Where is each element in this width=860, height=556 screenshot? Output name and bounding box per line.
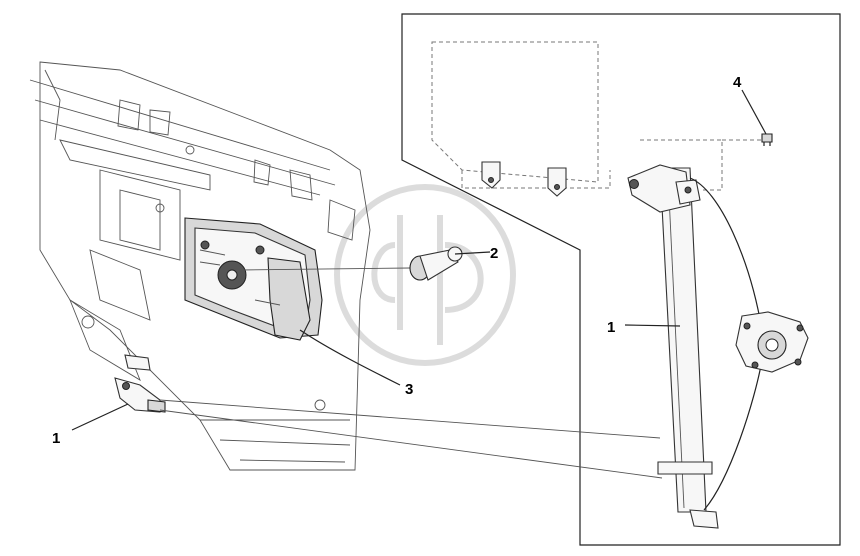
callout-label-3: 3 xyxy=(405,381,413,398)
bolt-reference-line xyxy=(640,139,723,191)
projection-line-lower xyxy=(159,409,663,479)
window-motor-module xyxy=(184,217,323,341)
mounting-bolt xyxy=(761,133,773,146)
callout-label-4: 4 xyxy=(733,74,742,91)
regulator-lower-bracket-left xyxy=(114,354,166,413)
regulator-cable xyxy=(689,177,763,511)
window-glass-outline xyxy=(431,41,611,197)
door-inner-panel xyxy=(29,61,371,471)
window-regulator-rail xyxy=(627,164,719,529)
callout-label-2: 2 xyxy=(490,245,498,262)
projection-line-upper xyxy=(159,399,661,439)
motor-fastener xyxy=(409,246,463,281)
leader-line-1-left xyxy=(71,403,129,431)
detail-view-frame xyxy=(401,13,841,546)
leader-line-1-right xyxy=(624,324,681,327)
leader-line-2 xyxy=(454,251,491,255)
callout-label-1-left: 1 xyxy=(52,430,60,447)
callout-label-1-right: 1 xyxy=(607,319,615,336)
leader-line-3 xyxy=(299,329,401,386)
leader-line-4 xyxy=(741,89,767,135)
projection-line-motor xyxy=(239,267,411,271)
regulator-drum xyxy=(735,311,809,373)
